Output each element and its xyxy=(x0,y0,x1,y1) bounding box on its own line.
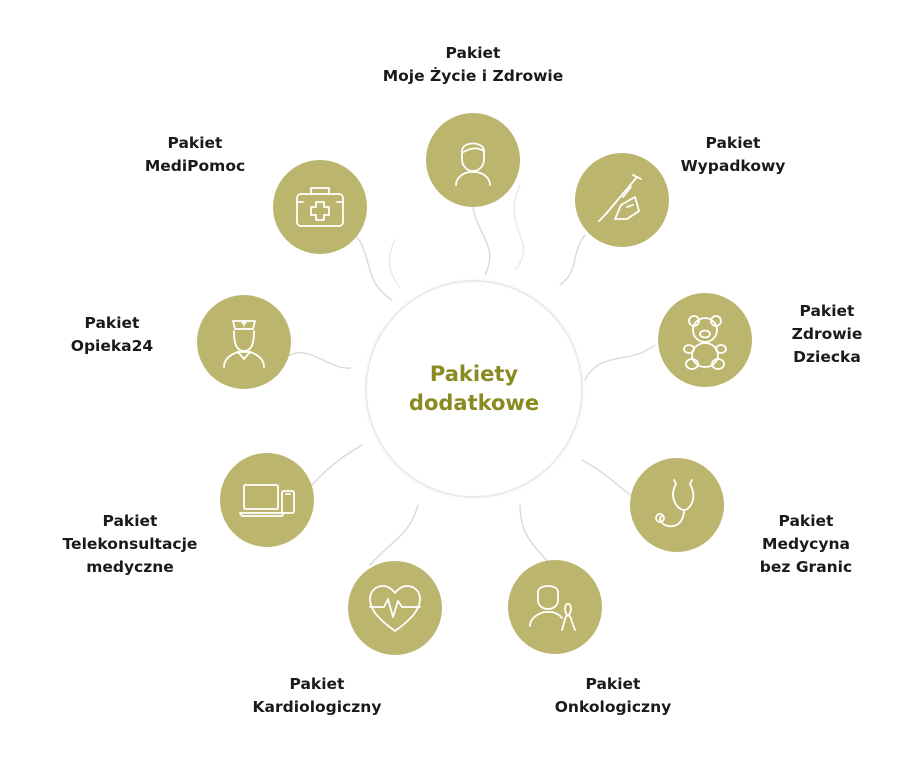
package-node-opieka24[interactable] xyxy=(197,295,291,389)
laptop-phone-icon xyxy=(239,484,295,517)
teddy-bear-icon xyxy=(683,315,727,370)
nurse-icon xyxy=(223,320,265,368)
package-node-onkologiczny[interactable] xyxy=(508,560,602,654)
heart-pulse-icon xyxy=(369,585,421,632)
package-node-zdrowie-dziecka[interactable] xyxy=(658,293,752,387)
person-ribbon-icon xyxy=(529,585,576,631)
package-node-kardiologiczny[interactable] xyxy=(348,561,442,655)
center-title-line2: dodatkowe xyxy=(408,391,540,415)
first-aid-kit-icon xyxy=(296,187,344,227)
crutch-cast-icon xyxy=(598,174,642,222)
center-circle: Pakiety dodatkowe xyxy=(365,280,583,498)
center-title: Pakiety dodatkowe xyxy=(384,360,564,418)
package-node-wypadkowy[interactable] xyxy=(575,153,669,247)
package-node-telekonsultacje[interactable] xyxy=(220,453,314,547)
person-icon xyxy=(455,142,491,186)
center-title-line1: Pakiety xyxy=(429,362,519,386)
package-node-medycyna-bez-granic[interactable] xyxy=(630,458,724,552)
stethoscope-icon xyxy=(655,479,695,528)
package-node-medipomoc[interactable] xyxy=(273,160,367,254)
package-node-moje-zycie[interactable] xyxy=(426,113,520,207)
